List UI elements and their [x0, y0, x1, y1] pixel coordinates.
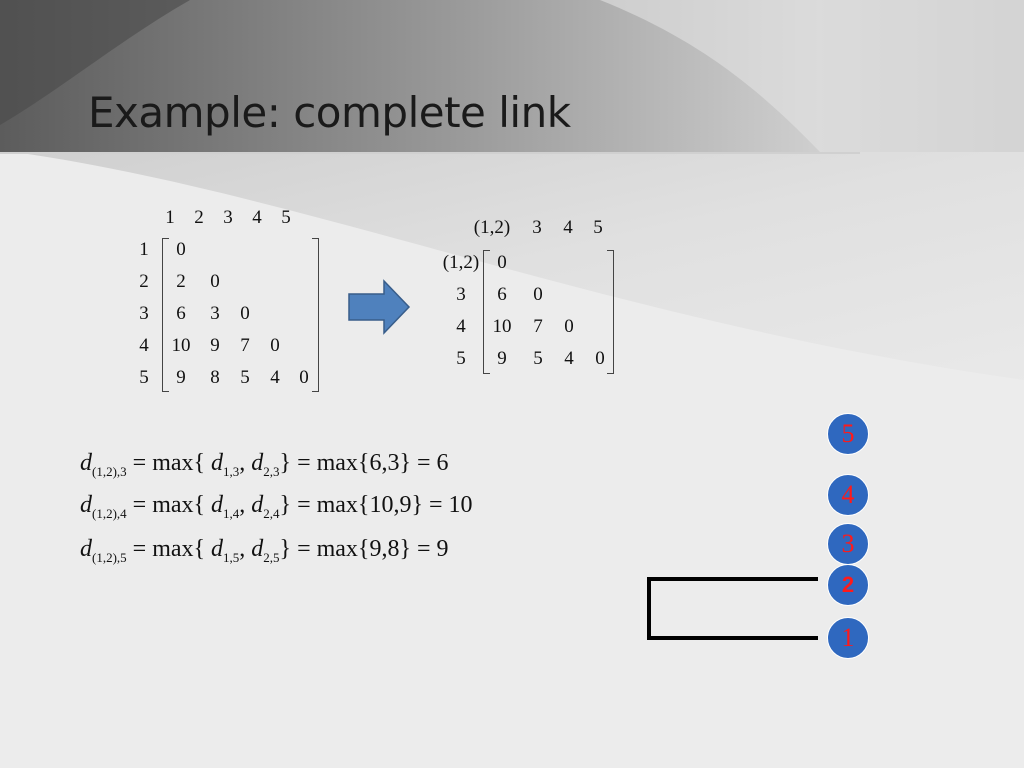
matrix-left-cell: 7 [240, 335, 250, 356]
matrix-right-cell: 4 [564, 348, 574, 369]
eq-var: d [251, 492, 264, 518]
eq-sub: 1,3 [223, 464, 240, 479]
eq-sub: 1,4 [223, 506, 240, 521]
matrix-left-col-header: 5 [281, 207, 291, 228]
matrix-right-cell: 6 [497, 284, 507, 305]
eq-sub: (1,2),4 [92, 506, 127, 521]
matrix-left-row-label: 1 [139, 239, 149, 260]
matrix-left-cell: 0 [270, 335, 280, 356]
matrix-right-cell: 0 [497, 252, 507, 273]
matrix-left-cell: 8 [210, 367, 220, 388]
eq-var: d [80, 492, 92, 518]
matrix-left-cell: 0 [176, 239, 186, 260]
matrix-left-cell: 3 [210, 303, 220, 324]
matrix-right-cell: 5 [533, 348, 543, 369]
matrix-left-col-header: 3 [223, 207, 233, 228]
equation-row: d(1,2),4 = max{ d1,4, d2,4} = max{10,9} … [80, 492, 473, 521]
matrix-right-cell: 10 [492, 316, 512, 337]
matrix-right-bracket-open [483, 250, 490, 374]
cluster-node: 5 [827, 413, 869, 455]
matrix-right-col-header: 3 [532, 217, 542, 238]
matrix-right-row-label: (1,2) [442, 252, 480, 273]
eq-var: d [211, 536, 224, 562]
matrix-left-col-header: 2 [194, 207, 204, 228]
eq-rhs: } = max{9,8} = 9 [279, 536, 449, 562]
eq-sub: (1,2),5 [92, 550, 127, 565]
matrix-left-cell: 0 [240, 303, 250, 324]
matrix-left-cell: 4 [270, 367, 280, 388]
cluster-node: 4 [827, 474, 869, 516]
eq-rhs: } = max{6,3} = 6 [279, 450, 449, 476]
matrix-left-cell: 10 [171, 335, 191, 356]
matrix-left-cell: 2 [176, 271, 186, 292]
matrix-left-cell: 9 [176, 367, 186, 388]
matrix-right-cell: 7 [533, 316, 543, 337]
eq-var: d [211, 492, 224, 518]
cluster-node: 1 [827, 617, 869, 659]
matrix-left-bracket-open [162, 238, 169, 392]
matrix-left-row-label: 4 [139, 335, 149, 356]
eq-sub: 2,3 [263, 464, 280, 479]
matrix-left-row-label: 2 [139, 271, 149, 292]
title-divider [0, 152, 860, 154]
matrix-right-col-header: 5 [593, 217, 603, 238]
eq-op: = max{ [132, 536, 206, 562]
eq-var: d [211, 450, 224, 476]
matrix-left-bracket-close [312, 238, 319, 392]
eq-var: d [251, 450, 264, 476]
equation-row: d(1,2),3 = max{ d1,3, d2,3} = max{6,3} =… [80, 450, 449, 479]
matrix-right-col-header: (1,2) [473, 217, 511, 238]
matrix-right-cell: 0 [533, 284, 543, 305]
matrix-left-cell: 0 [210, 271, 220, 292]
matrix-right-row-label: 5 [456, 348, 466, 369]
eq-op: = max{ [132, 492, 206, 518]
matrix-left-cell: 0 [299, 367, 309, 388]
eq-sub: 1,5 [223, 550, 240, 565]
matrix-right-cell: 0 [564, 316, 574, 337]
right-arrow-icon [348, 279, 411, 335]
matrix-left-row-label: 5 [139, 367, 149, 388]
matrix-left-cell: 5 [240, 367, 250, 388]
eq-sub: 2,4 [263, 506, 280, 521]
matrix-left-col-header: 1 [165, 207, 175, 228]
matrix-left-cell: 9 [210, 335, 220, 356]
cluster-node: 3 [827, 523, 869, 565]
matrix-right-col-header: 4 [563, 217, 573, 238]
eq-var: d [80, 450, 92, 476]
matrix-left-col-header: 4 [252, 207, 262, 228]
equation-row: d(1,2),5 = max{ d1,5, d2,5} = max{9,8} =… [80, 536, 449, 565]
eq-sub: (1,2),3 [92, 464, 127, 479]
matrix-right-cell: 9 [497, 348, 507, 369]
slide-title: Example: complete link [88, 88, 571, 137]
eq-sub: 2,5 [263, 550, 280, 565]
matrix-right-bracket-close [607, 250, 614, 374]
matrix-right-row-label: 3 [456, 284, 466, 305]
cluster-node: 2 [827, 564, 869, 606]
eq-var: d [80, 536, 92, 562]
matrix-left-row-label: 3 [139, 303, 149, 324]
eq-rhs: } = max{10,9} = 10 [279, 492, 473, 518]
eq-var: d [251, 536, 264, 562]
matrix-left-cell: 6 [176, 303, 186, 324]
matrix-right-cell: 0 [595, 348, 605, 369]
eq-op: = max{ [132, 450, 206, 476]
matrix-right-row-label: 4 [456, 316, 466, 337]
